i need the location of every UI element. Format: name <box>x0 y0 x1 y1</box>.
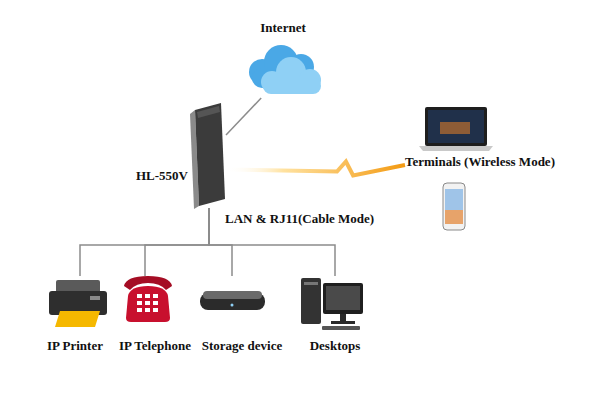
connection-label: LAN & RJ11(Cable Mode) <box>225 211 374 226</box>
telephone-icon <box>124 276 172 322</box>
node-label: Internet <box>240 20 326 35</box>
uplink-line <box>226 98 261 135</box>
cloud-node: Internet <box>240 52 326 98</box>
device-node: Storage device <box>197 276 267 354</box>
cloud-icon <box>249 45 321 94</box>
printer-icon <box>49 280 107 327</box>
smartphone-icon <box>443 183 465 230</box>
router-icon <box>190 103 225 209</box>
node-label: IP Printer <box>35 338 115 353</box>
node-label: Terminals (Wireless Mode) <box>405 154 565 169</box>
node-label: HL-550V <box>128 168 188 183</box>
node-label: Storage device <box>197 338 287 353</box>
desktop-icon <box>301 278 363 330</box>
node-label: Desktops <box>298 338 372 353</box>
device-node: IP Printer <box>45 276 115 354</box>
device-node: Desktops <box>298 276 372 354</box>
terminal-group: Terminals (Wireless Mode) <box>405 104 565 232</box>
router-node: HL-550V <box>192 98 226 208</box>
lan-cable <box>80 208 209 276</box>
storage-icon <box>200 291 265 310</box>
node-label: IP Telephone <box>110 338 200 353</box>
laptop-icon <box>419 107 493 151</box>
device-node: IP Telephone <box>115 276 175 354</box>
wireless-link <box>226 162 405 176</box>
lan-cable <box>145 208 209 276</box>
